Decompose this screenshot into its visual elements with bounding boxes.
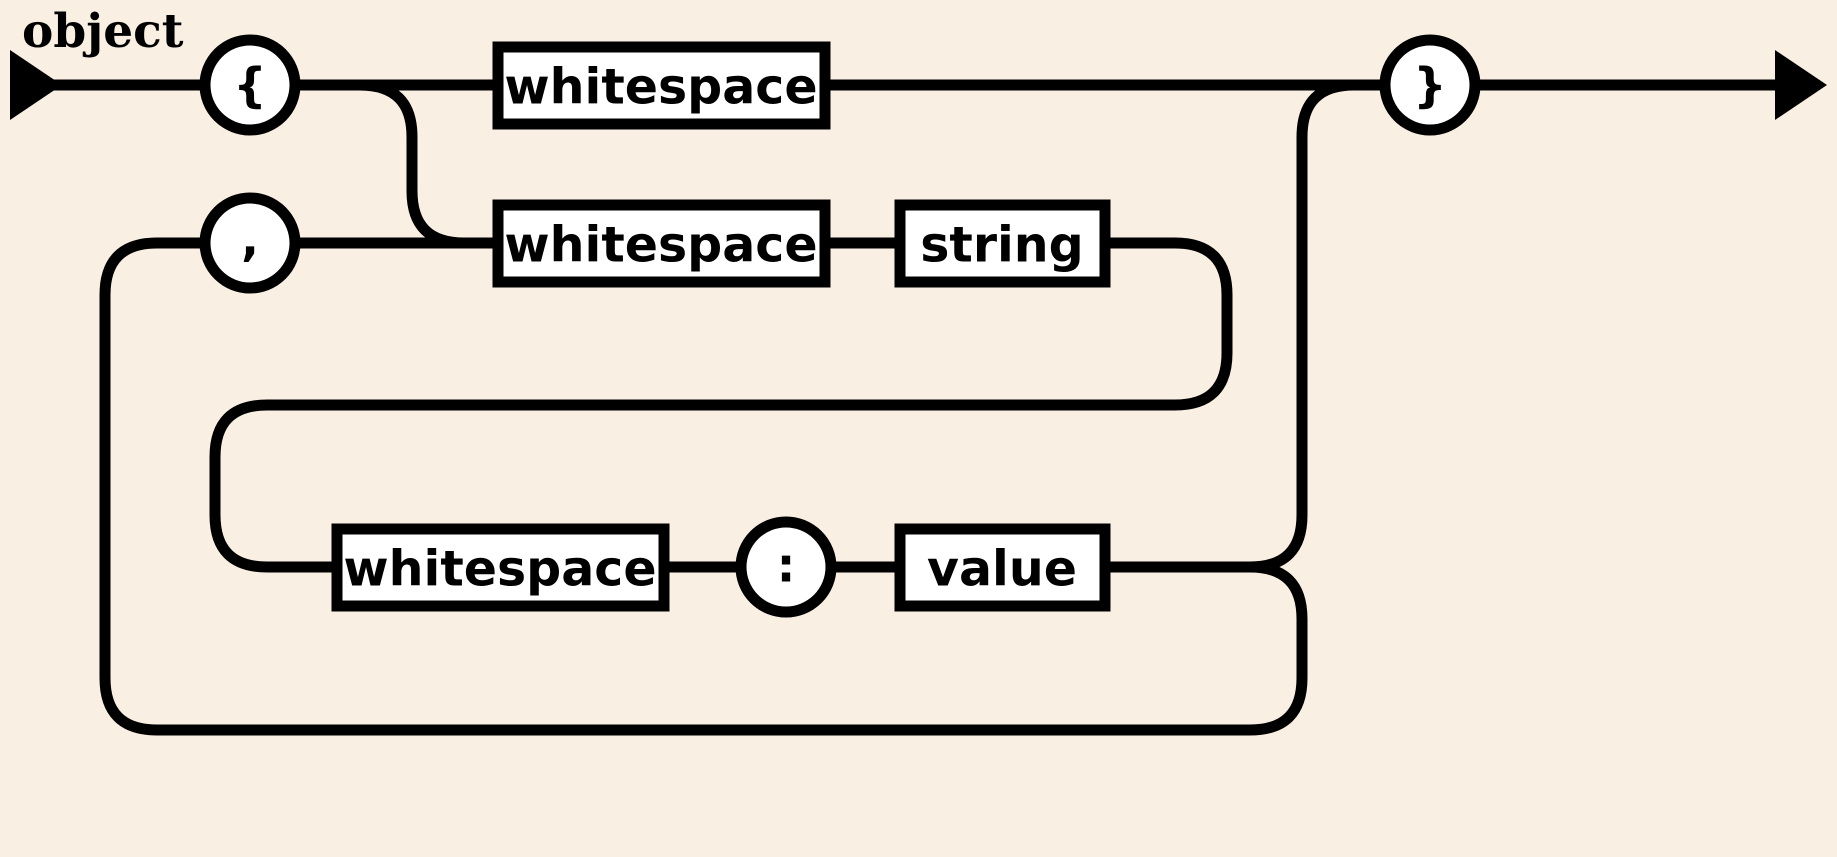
rail-value-up-to-closebrace [1249,79,1385,573]
string-box[interactable] [894,199,1111,288]
colon-label: : [777,539,796,594]
close-brace-circle[interactable] [1379,34,1481,136]
open-brace-label: { [233,59,266,114]
open-brace-circle[interactable] [199,34,301,136]
rail-branch-down-to-middle [359,79,498,249]
rail-lines [22,79,1808,736]
node-value[interactable]: value [894,523,1111,612]
rail-loopback-to-comma [99,237,1308,736]
whitespace-bottom-box[interactable] [331,523,670,612]
node-whitespace-top[interactable]: whitespace [492,41,831,130]
colon-circle[interactable] [735,516,837,618]
node-close-brace[interactable]: } [1379,34,1481,136]
entry-arrow-icon [10,50,62,120]
whitespace-middle-label: whitespace [504,217,817,274]
node-open-brace[interactable]: { [199,34,301,136]
node-string[interactable]: string [894,199,1111,288]
node-whitespace-bottom[interactable]: whitespace [331,523,670,612]
whitespace-top-label: whitespace [504,59,817,116]
value-label: value [927,541,1077,598]
whitespace-middle-box[interactable] [492,199,831,288]
node-comma[interactable]: , [199,192,301,294]
close-brace-label: } [1413,59,1446,114]
whitespace-top-box[interactable] [492,41,831,130]
exit-arrow-icon [1775,50,1827,120]
comma-label: , [241,213,259,268]
page-title: object [22,4,184,59]
rail-string-to-midreturn [209,237,1233,573]
string-label: string [920,217,1084,274]
value-box[interactable] [894,523,1111,612]
comma-circle[interactable] [199,192,301,294]
node-colon[interactable]: : [735,516,837,618]
whitespace-bottom-label: whitespace [343,541,656,598]
node-whitespace-middle[interactable]: whitespace [492,199,831,288]
